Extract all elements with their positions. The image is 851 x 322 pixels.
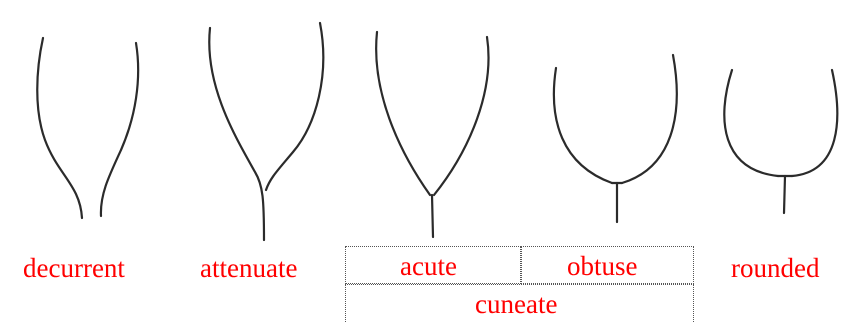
label-obtuse: obtuse	[567, 251, 638, 281]
label-rounded: rounded	[731, 253, 819, 283]
label-cuneate: cuneate	[475, 289, 557, 319]
attenuate-leaf-drawing	[209, 23, 323, 240]
rounded-leaf-drawing	[724, 70, 837, 213]
decurrent-leaf-drawing	[37, 38, 138, 218]
acute-leaf-drawing	[376, 32, 488, 237]
label-attenuate: attenuate	[200, 253, 297, 283]
obtuse-leaf-drawing	[554, 55, 677, 222]
label-acute: acute	[400, 251, 457, 281]
label-decurrent: decurrent	[23, 253, 125, 283]
